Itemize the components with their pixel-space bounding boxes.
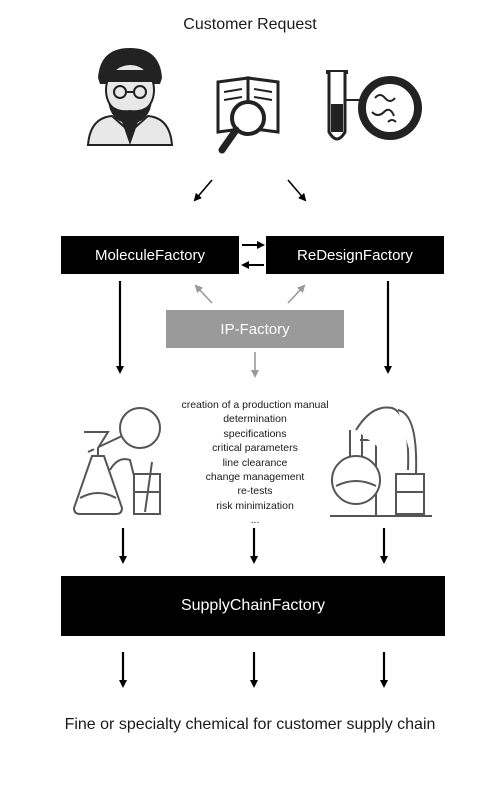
supply-chain-factory-box: SupplyChainFactory bbox=[61, 576, 445, 636]
process-step: ... bbox=[250, 514, 260, 527]
process-step: line clearance bbox=[222, 456, 288, 469]
arrow-ip-to-molecule bbox=[194, 284, 213, 304]
process-steps-list: creation of a production manual determin… bbox=[150, 398, 360, 528]
flask-apparatus-icon bbox=[72, 407, 161, 515]
diagram-title: Customer Request bbox=[183, 16, 317, 33]
process-step: risk minimization bbox=[216, 499, 294, 512]
redesign-factory-box: ReDesignFactory bbox=[266, 236, 444, 274]
arrow-to-molecule bbox=[193, 179, 213, 202]
process-step: determination bbox=[223, 413, 287, 426]
process-step: creation of a production manual bbox=[181, 399, 329, 411]
process-step: re-tests bbox=[237, 485, 273, 498]
output-label: Fine or specialty chemical for customer … bbox=[64, 716, 436, 733]
molecule-factory-box: MoleculeFactory bbox=[61, 236, 239, 274]
process-step: change management bbox=[205, 471, 305, 484]
book-search-icon bbox=[216, 76, 280, 154]
scientist-icon bbox=[86, 48, 174, 146]
test-tube-petri-dish-icon bbox=[326, 70, 422, 141]
arrow-to-redesign bbox=[287, 179, 307, 202]
distillation-apparatus-icon bbox=[330, 406, 432, 517]
ip-factory-box: IP-Factory bbox=[166, 310, 344, 348]
process-step: critical parameters bbox=[212, 442, 298, 455]
arrow-ip-to-redesign bbox=[287, 284, 306, 304]
process-step: specifications bbox=[223, 427, 287, 440]
